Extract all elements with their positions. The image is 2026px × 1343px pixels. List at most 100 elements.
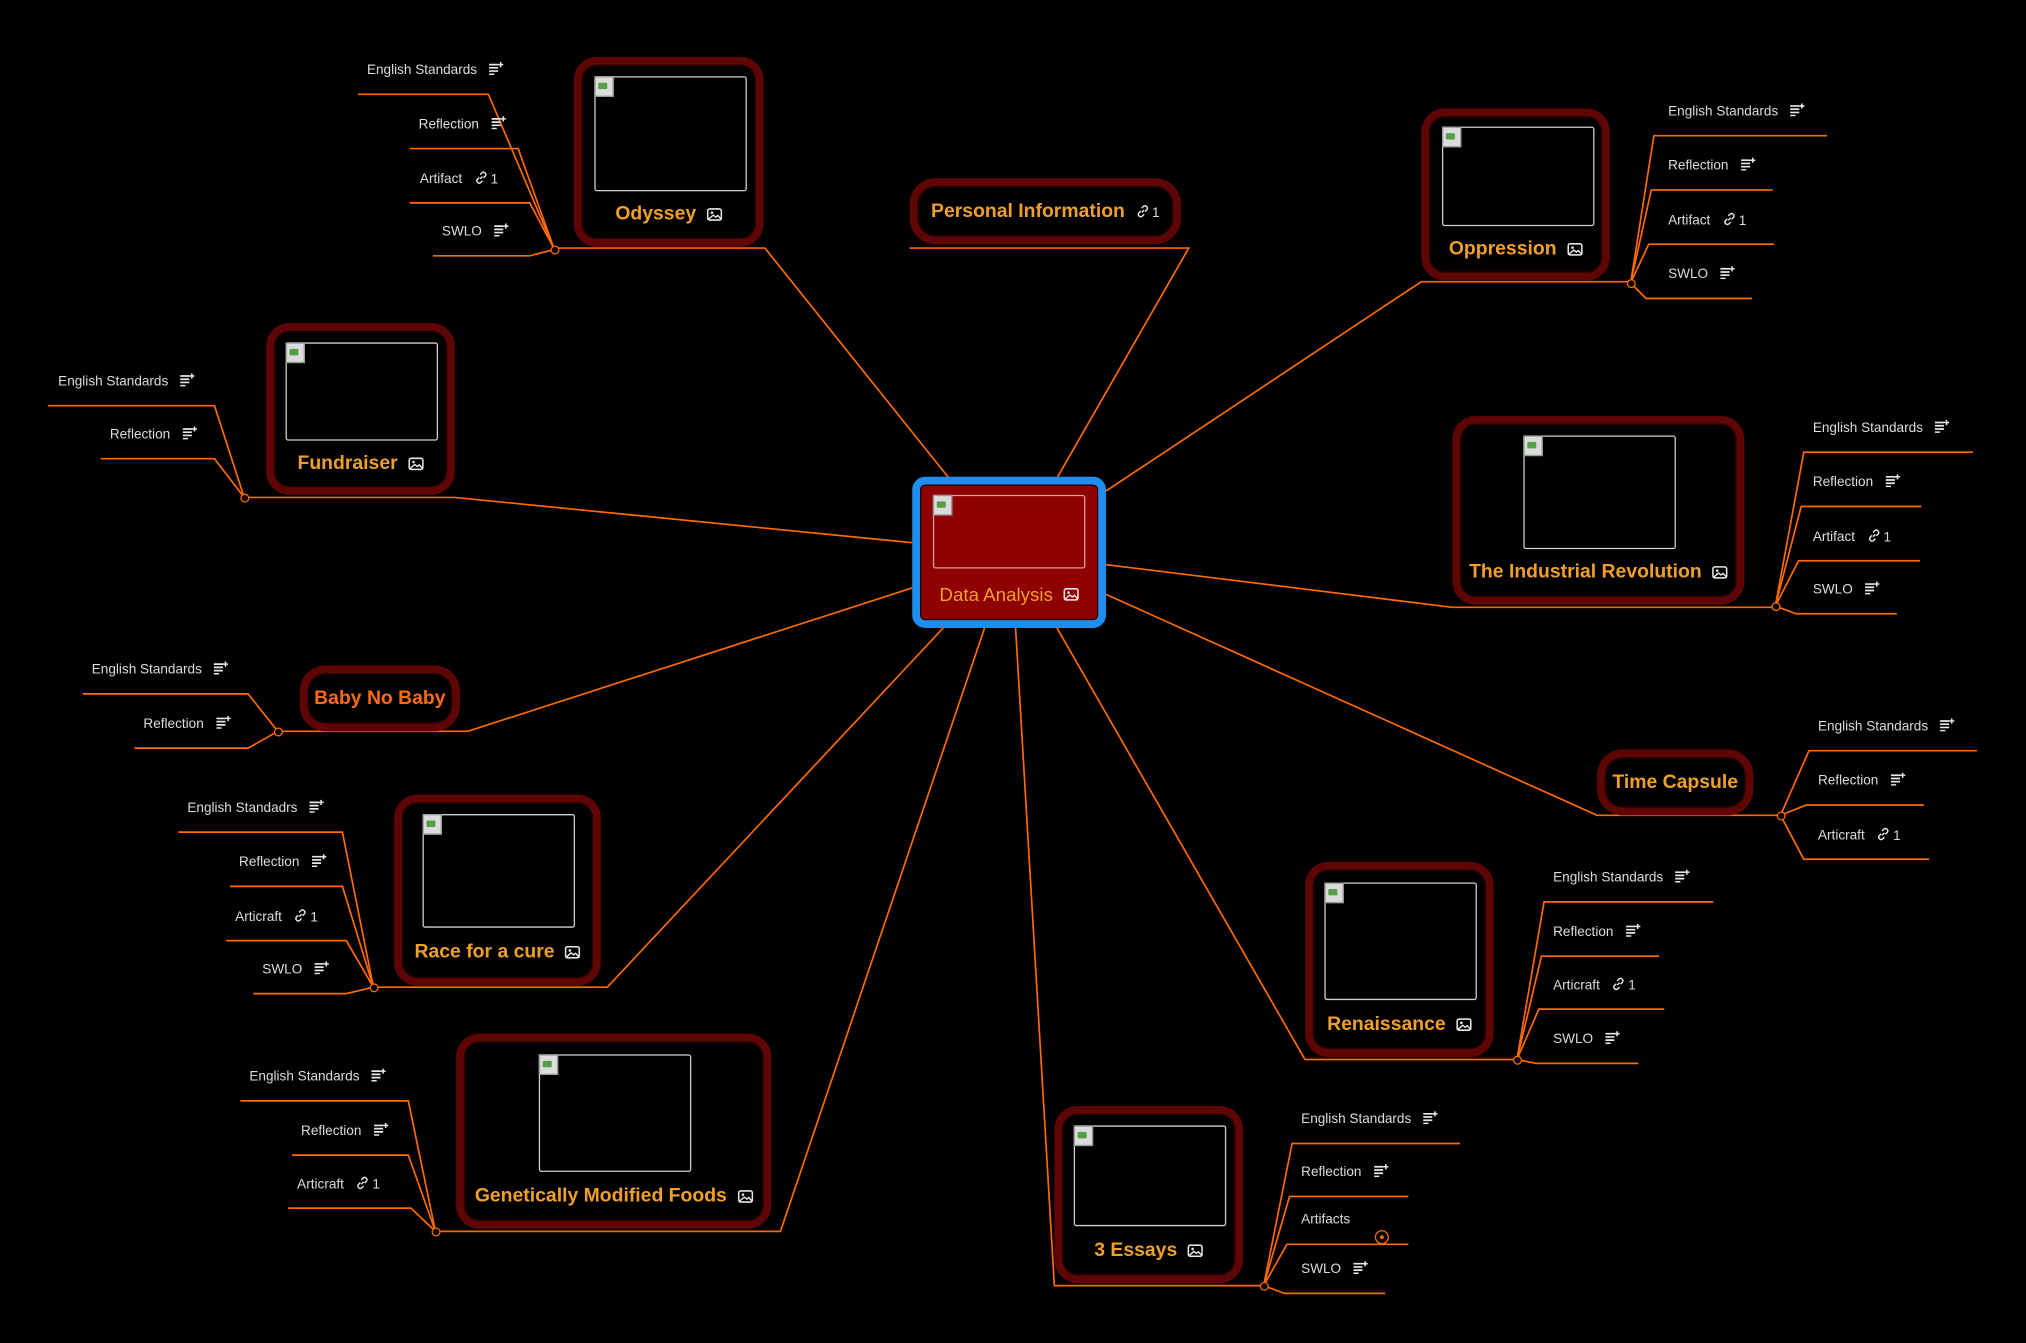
collapse-toggle[interactable] xyxy=(430,1226,440,1236)
collapse-toggle[interactable] xyxy=(239,492,249,502)
topic-oppression[interactable]: Oppression xyxy=(1421,108,1610,281)
notes-icon[interactable] xyxy=(493,223,509,241)
subtopic-swlo[interactable]: SWLO xyxy=(1813,581,1880,598)
subtopic-reflection[interactable]: Reflection xyxy=(110,426,197,443)
subtopic-swlo[interactable]: SWLO xyxy=(1553,1031,1620,1048)
notes-icon[interactable] xyxy=(1675,869,1691,887)
notes-icon[interactable] xyxy=(314,961,330,978)
link-icon[interactable] xyxy=(1135,201,1149,223)
link-icon[interactable] xyxy=(1722,212,1736,230)
topic-genetically-modified-foods[interactable]: Genetically Modified Foods xyxy=(456,1033,772,1229)
notes-icon[interactable] xyxy=(311,854,327,871)
subtopic-swlo[interactable]: SWLO xyxy=(1668,266,1735,283)
central-topic-data-analysis[interactable]: Data Analysis xyxy=(912,476,1107,628)
link-icon[interactable] xyxy=(1876,827,1890,845)
collapse-toggle[interactable] xyxy=(273,726,283,736)
image-icon[interactable] xyxy=(706,204,722,226)
subtopic-english-standards[interactable]: English Standards xyxy=(1301,1111,1438,1128)
notes-icon[interactable] xyxy=(180,373,196,390)
topic-renaissance[interactable]: Renaissance xyxy=(1305,861,1494,1057)
subtopic-reflection[interactable]: Reflection xyxy=(1818,772,1906,790)
notes-icon[interactable] xyxy=(1740,157,1756,175)
subtopic-english-standards[interactable]: English Standards xyxy=(1818,718,1955,735)
topic-odyssey[interactable]: Odyssey xyxy=(573,56,764,247)
collapse-toggle[interactable] xyxy=(1775,810,1786,820)
image-icon[interactable] xyxy=(408,453,424,475)
subtopic-reflection[interactable]: Reflection xyxy=(239,854,326,871)
subtopic-english-standadrs[interactable]: English Standadrs xyxy=(187,799,325,817)
topic-race-for-a-cure[interactable]: Race for a cure xyxy=(394,794,601,986)
notes-icon[interactable] xyxy=(309,799,325,817)
notes-icon[interactable] xyxy=(1373,1164,1389,1181)
notes-icon[interactable] xyxy=(1890,772,1906,790)
subtopic-swlo[interactable]: SWLO xyxy=(442,223,509,241)
image-icon[interactable] xyxy=(737,1186,753,1208)
image-icon[interactable] xyxy=(1187,1240,1204,1262)
marker-icon[interactable] xyxy=(1374,1230,1390,1245)
notes-icon[interactable] xyxy=(213,661,229,679)
notes-icon[interactable] xyxy=(373,1122,389,1140)
collapse-toggle[interactable] xyxy=(368,982,378,992)
notes-icon[interactable] xyxy=(489,62,505,79)
subtopic-reflection[interactable]: Reflection xyxy=(1668,157,1756,175)
notes-icon[interactable] xyxy=(1353,1261,1369,1278)
subtopic-english-standards[interactable]: English Standards xyxy=(92,661,229,679)
topic-baby-no-baby[interactable]: Baby No Baby xyxy=(299,665,460,732)
topic-industrial-revolution[interactable]: The Industrial Revolution xyxy=(1452,416,1745,605)
link-icon[interactable] xyxy=(356,1176,370,1194)
collapse-toggle[interactable] xyxy=(1259,1281,1269,1291)
notes-icon[interactable] xyxy=(1790,103,1806,120)
notes-icon[interactable] xyxy=(1935,419,1951,437)
subtopic-artifacts[interactable]: Artifacts xyxy=(1301,1212,1390,1245)
topic-time-capsule[interactable]: Time Capsule xyxy=(1597,749,1754,816)
notes-icon[interactable] xyxy=(215,715,231,733)
notes-icon[interactable] xyxy=(1885,474,1901,491)
topic-fundraiser[interactable]: Fundraiser xyxy=(266,323,455,495)
subtopic-reflection[interactable]: Reflection xyxy=(419,116,506,133)
link-icon[interactable] xyxy=(1867,528,1881,546)
link-icon[interactable] xyxy=(1611,977,1625,995)
subtopic-english-standards[interactable]: English Standards xyxy=(249,1068,387,1086)
subtopic-english-standards[interactable]: English Standards xyxy=(367,62,504,79)
collapse-toggle[interactable] xyxy=(1512,1054,1522,1065)
link-icon[interactable] xyxy=(294,908,308,926)
subtopic-reflection[interactable]: Reflection xyxy=(301,1122,389,1140)
subtopic-swlo[interactable]: SWLO xyxy=(262,961,329,978)
subtopic-reflection[interactable]: Reflection xyxy=(1553,923,1641,941)
notes-icon[interactable] xyxy=(491,116,507,133)
subtopic-reflection[interactable]: Reflection xyxy=(1301,1164,1388,1181)
notes-icon[interactable] xyxy=(182,426,198,443)
subtopic-swlo[interactable]: SWLO xyxy=(1301,1261,1368,1278)
notes-icon[interactable] xyxy=(1720,266,1736,283)
notes-icon[interactable] xyxy=(1423,1111,1439,1128)
image-icon[interactable] xyxy=(1063,586,1079,607)
subtopic-reflection[interactable]: Reflection xyxy=(1813,474,1900,491)
collapse-toggle[interactable] xyxy=(549,244,559,254)
collapse-toggle[interactable] xyxy=(1626,278,1636,288)
image-icon[interactable] xyxy=(1456,1014,1472,1036)
subtopic-reflection[interactable]: Reflection xyxy=(143,715,231,733)
notes-icon[interactable] xyxy=(1625,923,1641,941)
notes-icon[interactable] xyxy=(1940,718,1956,735)
notes-icon[interactable] xyxy=(371,1068,387,1086)
notes-icon[interactable] xyxy=(1605,1031,1621,1048)
topic-3-essays[interactable]: 3 Essays xyxy=(1054,1106,1244,1284)
subtopic-english-standards[interactable]: English Standards xyxy=(1813,419,1951,437)
image-icon[interactable] xyxy=(1712,561,1728,583)
subtopic-english-standards[interactable]: English Standards xyxy=(1553,869,1691,887)
subtopic-english-standards[interactable]: English Standards xyxy=(58,373,195,390)
collapse-toggle[interactable] xyxy=(1770,601,1780,611)
subtopic-english-standards[interactable]: English Standards xyxy=(1668,103,1805,120)
image-icon[interactable] xyxy=(1567,238,1583,260)
notes-icon[interactable] xyxy=(1864,581,1880,598)
image-icon[interactable] xyxy=(565,941,581,963)
